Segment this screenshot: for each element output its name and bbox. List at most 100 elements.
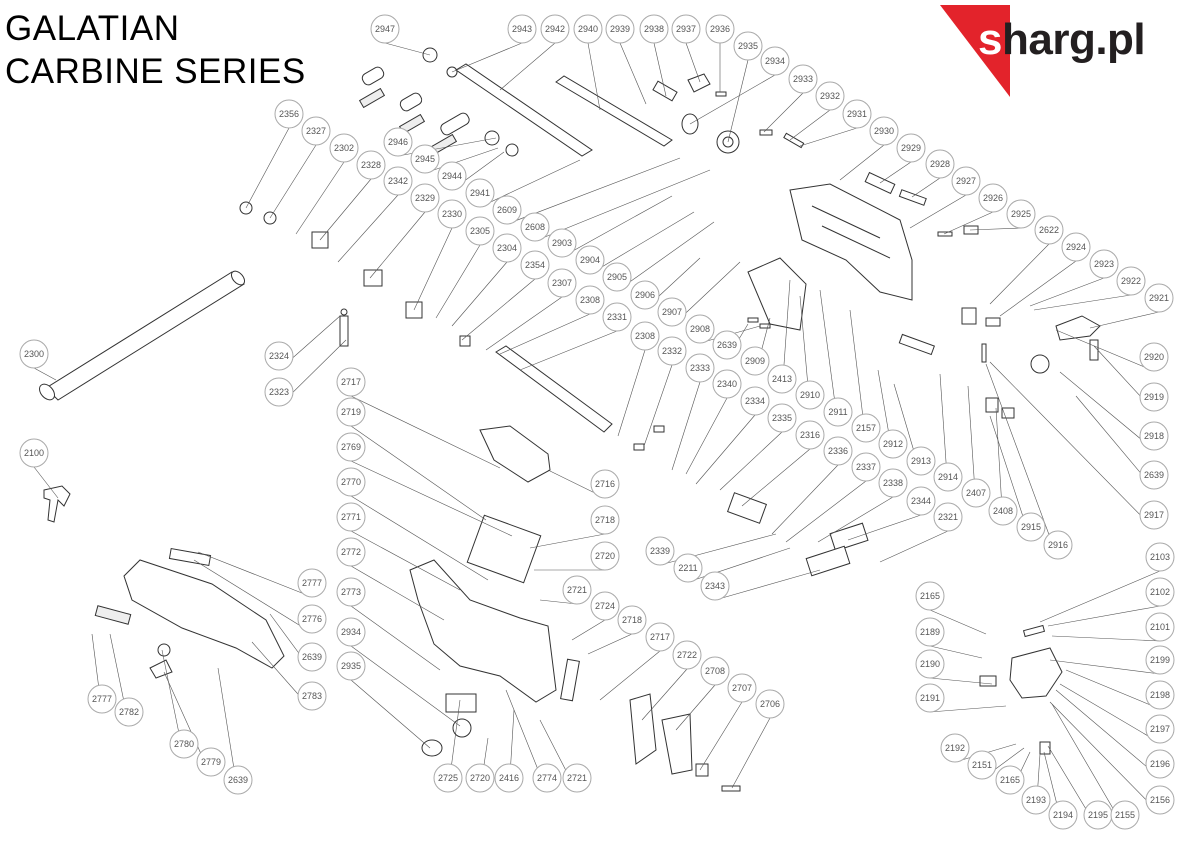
part-callout-2774[interactable]: 2774: [532, 763, 562, 793]
part-callout-2779[interactable]: 2779: [196, 747, 226, 777]
part-callout-2339[interactable]: 2339: [645, 536, 675, 566]
part-callout-2720[interactable]: 2720: [465, 763, 495, 793]
part-callout-2304[interactable]: 2304: [492, 233, 522, 263]
part-callout-2923[interactable]: 2923: [1089, 249, 1119, 279]
part-callout-2198[interactable]: 2198: [1145, 680, 1175, 710]
part-callout-2192[interactable]: 2192: [940, 733, 970, 763]
part-callout-2191[interactable]: 2191: [915, 683, 945, 713]
part-callout-2771[interactable]: 2771: [336, 502, 366, 532]
part-callout-2721[interactable]: 2721: [562, 575, 592, 605]
part-callout-2189[interactable]: 2189: [915, 617, 945, 647]
part-callout-2165[interactable]: 2165: [915, 581, 945, 611]
part-callout-2100[interactable]: 2100: [19, 438, 49, 468]
part-callout-2639[interactable]: 2639: [712, 330, 742, 360]
part-callout-2905[interactable]: 2905: [602, 262, 632, 292]
part-callout-2907[interactable]: 2907: [657, 297, 687, 327]
part-callout-2780[interactable]: 2780: [169, 729, 199, 759]
part-callout-2608[interactable]: 2608: [520, 212, 550, 242]
part-callout-2929[interactable]: 2929: [896, 133, 926, 163]
part-callout-2946[interactable]: 2946: [383, 127, 413, 157]
part-callout-2773[interactable]: 2773: [336, 577, 366, 607]
part-callout-2944[interactable]: 2944: [437, 161, 467, 191]
part-callout-2337[interactable]: 2337: [851, 452, 881, 482]
part-callout-2935[interactable]: 2935: [336, 651, 366, 681]
part-callout-2912[interactable]: 2912: [878, 429, 908, 459]
part-callout-2942[interactable]: 2942: [540, 14, 570, 44]
part-callout-2718[interactable]: 2718: [617, 605, 647, 635]
part-callout-2165[interactable]: 2165: [995, 765, 1025, 795]
part-callout-2918[interactable]: 2918: [1139, 421, 1169, 451]
part-callout-2934[interactable]: 2934: [336, 617, 366, 647]
part-callout-2338[interactable]: 2338: [878, 468, 908, 498]
part-callout-2927[interactable]: 2927: [951, 166, 981, 196]
part-callout-2721[interactable]: 2721: [562, 763, 592, 793]
part-callout-2416[interactable]: 2416: [494, 763, 524, 793]
part-callout-2904[interactable]: 2904: [575, 245, 605, 275]
part-callout-2921[interactable]: 2921: [1144, 283, 1174, 313]
part-callout-2716[interactable]: 2716: [590, 469, 620, 499]
part-callout-2408[interactable]: 2408: [988, 496, 1018, 526]
part-callout-2333[interactable]: 2333: [685, 353, 715, 383]
part-callout-2356[interactable]: 2356: [274, 99, 304, 129]
part-callout-2932[interactable]: 2932: [815, 81, 845, 111]
part-callout-2906[interactable]: 2906: [630, 280, 660, 310]
part-callout-2939[interactable]: 2939: [605, 14, 635, 44]
part-callout-2783[interactable]: 2783: [297, 681, 327, 711]
part-callout-2940[interactable]: 2940: [573, 14, 603, 44]
part-callout-2719[interactable]: 2719: [336, 397, 366, 427]
part-callout-2706[interactable]: 2706: [755, 689, 785, 719]
part-callout-2720[interactable]: 2720: [590, 541, 620, 571]
part-callout-2354[interactable]: 2354: [520, 250, 550, 280]
part-callout-2945[interactable]: 2945: [410, 144, 440, 174]
part-callout-2328[interactable]: 2328: [356, 150, 386, 180]
part-callout-2936[interactable]: 2936: [705, 14, 735, 44]
part-callout-2190[interactable]: 2190: [915, 649, 945, 679]
part-callout-2329[interactable]: 2329: [410, 183, 440, 213]
part-callout-2156[interactable]: 2156: [1145, 785, 1175, 815]
part-callout-2332[interactable]: 2332: [657, 336, 687, 366]
part-callout-2193[interactable]: 2193: [1021, 785, 1051, 815]
part-callout-2327[interactable]: 2327: [301, 116, 331, 146]
part-callout-2770[interactable]: 2770: [336, 467, 366, 497]
part-callout-2622[interactable]: 2622: [1034, 215, 1064, 245]
part-callout-2151[interactable]: 2151: [967, 750, 997, 780]
part-callout-2931[interactable]: 2931: [842, 99, 872, 129]
part-callout-2928[interactable]: 2928: [925, 149, 955, 179]
part-callout-2195[interactable]: 2195: [1083, 800, 1113, 830]
part-callout-2926[interactable]: 2926: [978, 183, 1008, 213]
part-callout-2913[interactable]: 2913: [906, 446, 936, 476]
part-callout-2718[interactable]: 2718: [590, 505, 620, 535]
part-callout-2910[interactable]: 2910: [795, 380, 825, 410]
part-callout-2935[interactable]: 2935: [733, 31, 763, 61]
part-callout-2103[interactable]: 2103: [1145, 542, 1175, 572]
part-callout-2639[interactable]: 2639: [223, 765, 253, 795]
part-callout-2639[interactable]: 2639: [1139, 460, 1169, 490]
part-callout-2102[interactable]: 2102: [1145, 577, 1175, 607]
part-callout-2305[interactable]: 2305: [465, 216, 495, 246]
part-callout-2938[interactable]: 2938: [639, 14, 669, 44]
part-callout-2922[interactable]: 2922: [1116, 266, 1146, 296]
part-callout-2330[interactable]: 2330: [437, 199, 467, 229]
part-callout-2943[interactable]: 2943: [507, 14, 537, 44]
part-callout-2725[interactable]: 2725: [433, 763, 463, 793]
part-callout-2708[interactable]: 2708: [700, 656, 730, 686]
part-callout-2930[interactable]: 2930: [869, 116, 899, 146]
part-callout-2915[interactable]: 2915: [1016, 512, 1046, 542]
part-callout-2724[interactable]: 2724: [590, 591, 620, 621]
sharg-logo[interactable]: [940, 5, 1200, 97]
part-callout-2941[interactable]: 2941: [465, 178, 495, 208]
part-callout-2196[interactable]: 2196: [1145, 749, 1175, 779]
part-callout-2323[interactable]: 2323: [264, 377, 294, 407]
part-callout-2914[interactable]: 2914: [933, 462, 963, 492]
part-callout-2717[interactable]: 2717: [645, 622, 675, 652]
part-callout-2413[interactable]: 2413: [767, 364, 797, 394]
part-callout-2925[interactable]: 2925: [1006, 199, 1036, 229]
part-callout-2769[interactable]: 2769: [336, 432, 366, 462]
part-callout-2911[interactable]: 2911: [823, 397, 853, 427]
part-callout-2717[interactable]: 2717: [336, 367, 366, 397]
part-callout-2782[interactable]: 2782: [114, 697, 144, 727]
part-callout-2947[interactable]: 2947: [370, 14, 400, 44]
part-callout-2342[interactable]: 2342: [383, 166, 413, 196]
part-callout-2307[interactable]: 2307: [547, 268, 577, 298]
part-callout-2937[interactable]: 2937: [671, 14, 701, 44]
